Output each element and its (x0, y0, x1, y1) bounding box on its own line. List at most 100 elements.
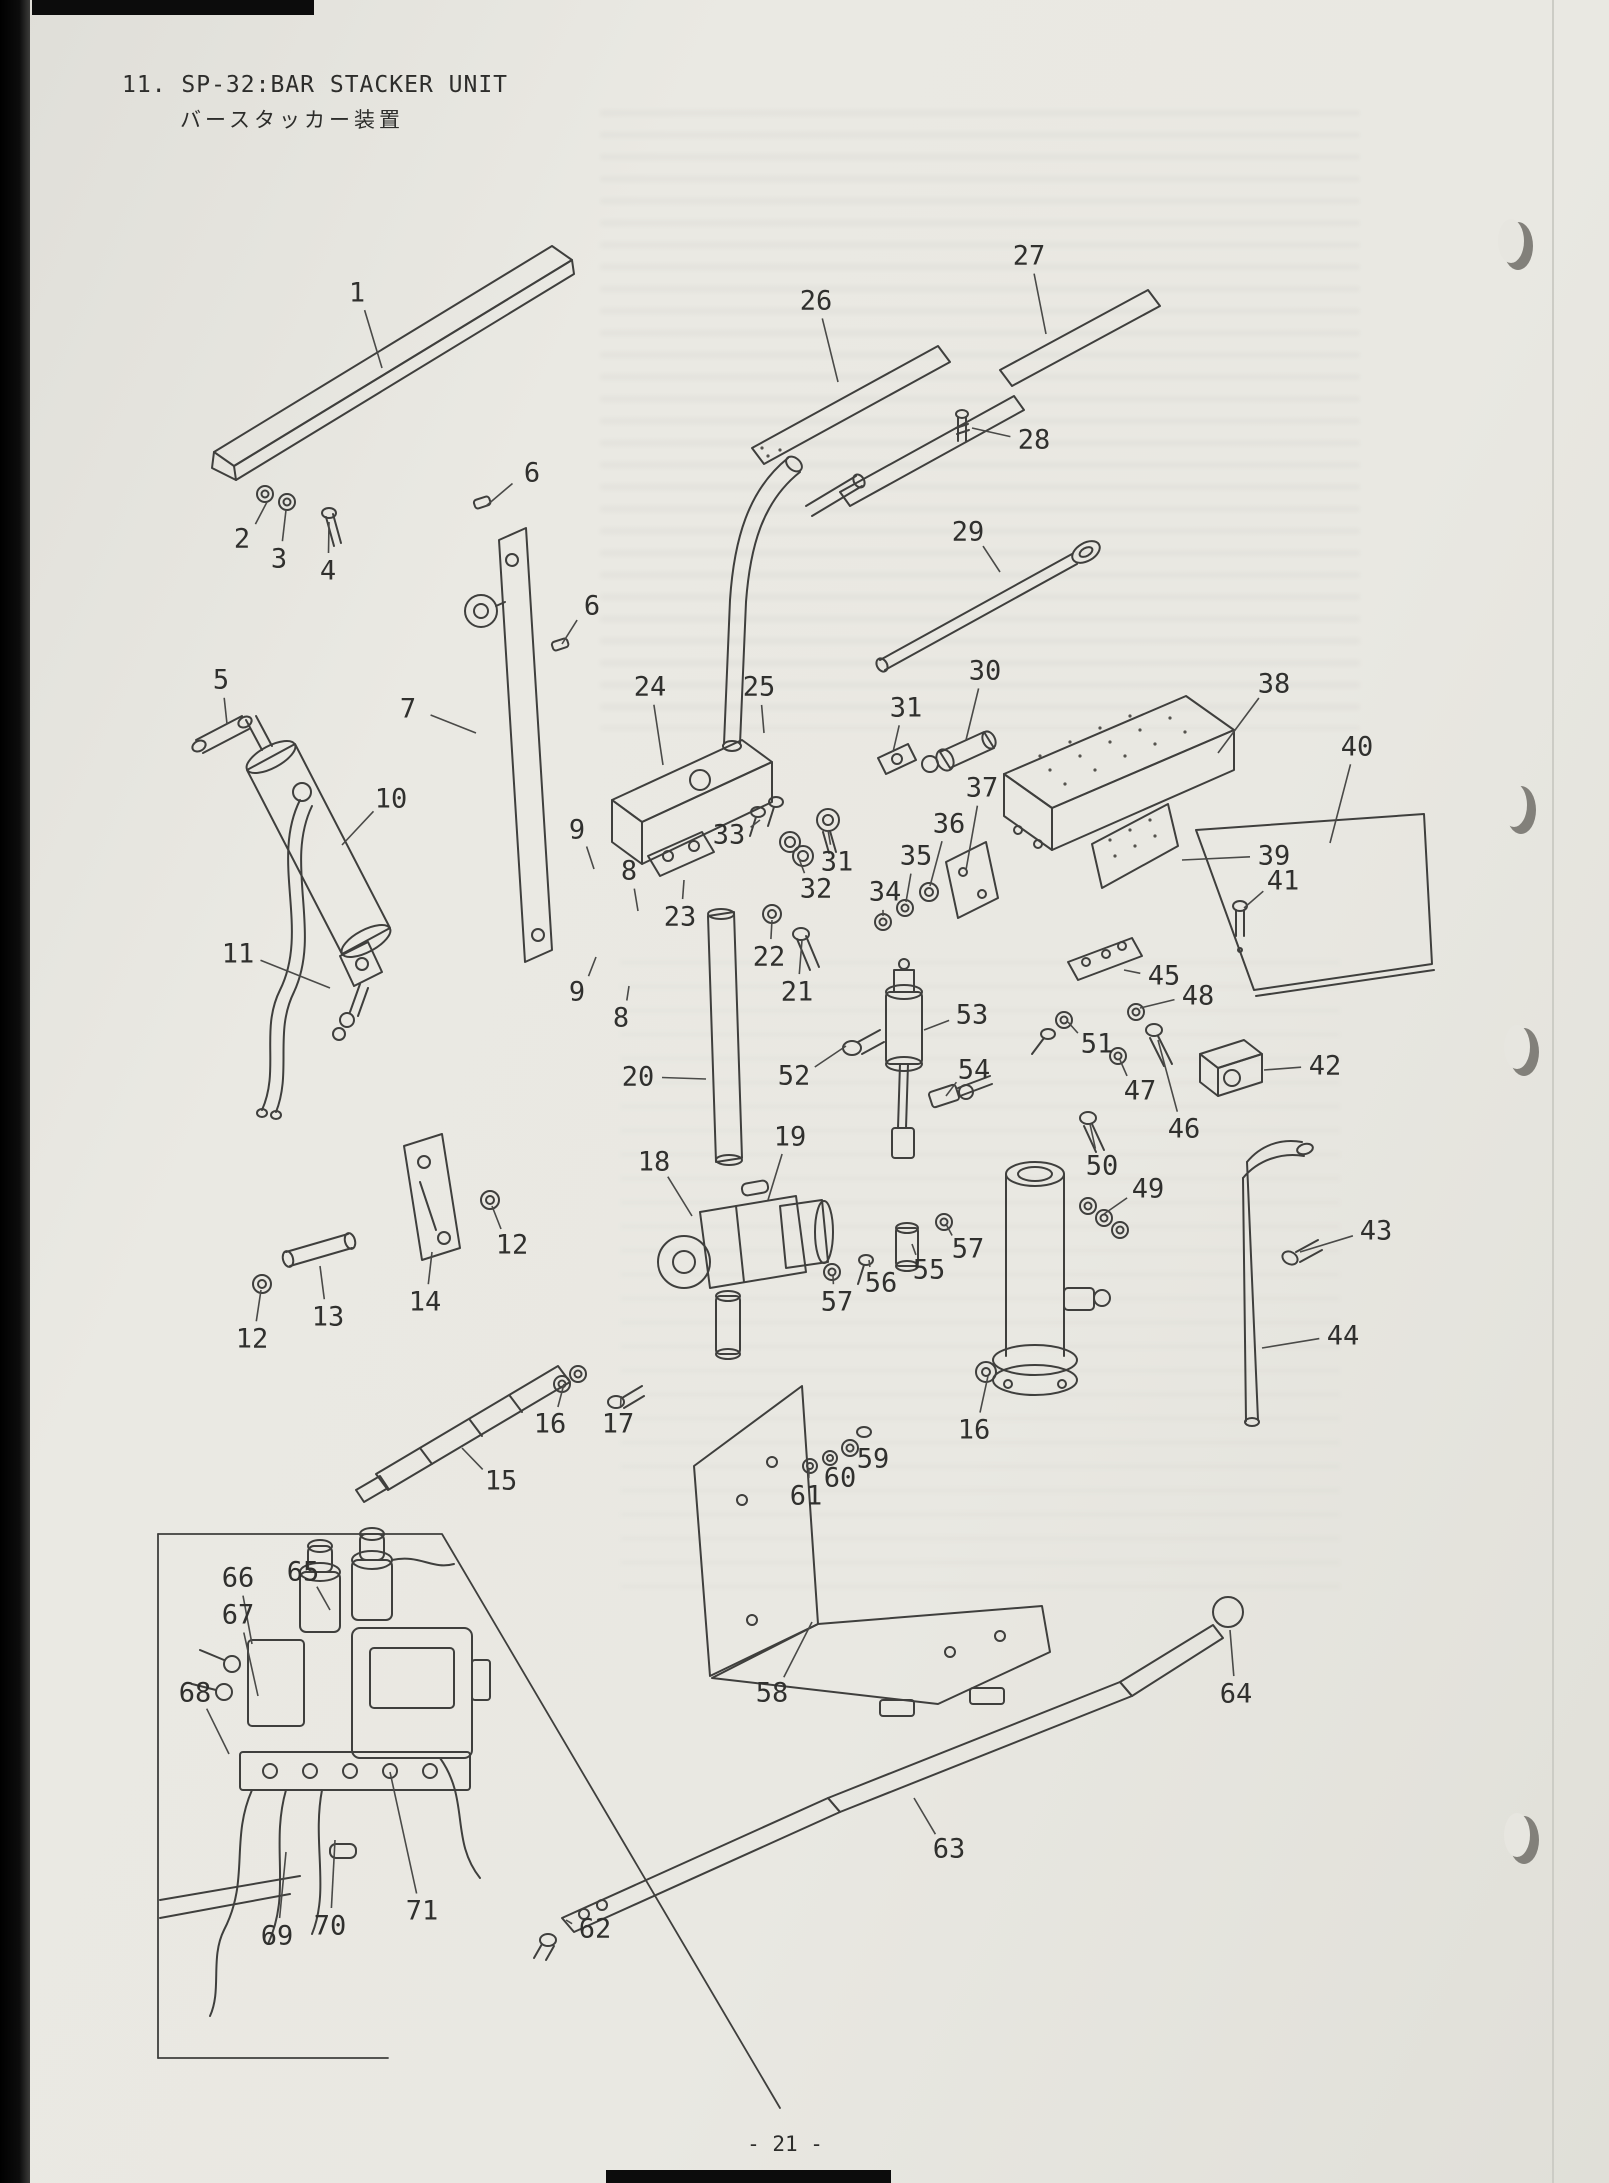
leader-line-56 (868, 1259, 871, 1268)
parts-26-27-28-bars (751, 289, 1161, 507)
callout-40: 40 (1340, 731, 1374, 763)
leader-line-30 (965, 688, 980, 741)
callout-48: 48 (1181, 980, 1215, 1012)
leader-line-64 (1229, 1629, 1235, 1677)
leader-line-10 (341, 810, 375, 846)
parts-23-24-guide-block (611, 739, 773, 877)
part-6-pins (472, 495, 570, 652)
callout-26: 26 (799, 285, 833, 317)
part-20-slide-bar (707, 908, 743, 1166)
leader-line-66 (242, 1595, 253, 1645)
callout-9: 9 (568, 976, 586, 1008)
leader-line-2 (254, 501, 268, 525)
leader-line-4 (327, 521, 330, 554)
callout-13: 13 (311, 1301, 345, 1333)
parts-52-to-57-cylinder-cluster (823, 958, 993, 1285)
callout-5: 5 (212, 664, 230, 696)
part-29-link-rod (875, 540, 1101, 673)
leader-line-59 (850, 1449, 854, 1453)
leader-line-19 (767, 1153, 783, 1201)
parts-21-22-32-33-hardware (749, 796, 820, 971)
callout-63: 63 (932, 1833, 966, 1865)
callout-53: 53 (955, 999, 989, 1031)
part-1-support-bar (211, 245, 575, 481)
leader-line-68 (205, 1708, 230, 1755)
part-38-stacker-block (1003, 695, 1235, 851)
leader-line-8 (626, 985, 630, 1001)
callout-11: 11 (221, 938, 255, 970)
leader-line-1 (363, 309, 383, 369)
callout-57: 57 (820, 1286, 854, 1318)
callout-60: 60 (823, 1462, 857, 1494)
callout-41: 41 (1266, 865, 1300, 897)
section-heading: 11. SP-32:BAR STACKER UNIT (122, 72, 509, 98)
leader-line-53 (923, 1019, 950, 1031)
callout-38: 38 (1257, 668, 1291, 700)
callout-20: 20 (621, 1061, 655, 1093)
page-number: - 21 - (747, 2132, 823, 2156)
callout-62: 62 (578, 1913, 612, 1945)
leader-line-11 (260, 959, 331, 989)
leader-line-49 (1103, 1197, 1128, 1215)
callout-1: 1 (348, 277, 366, 309)
callout-8: 8 (620, 855, 638, 887)
callout-47: 47 (1123, 1075, 1157, 1107)
leader-line-35 (905, 873, 912, 903)
leader-line-52 (814, 1045, 847, 1068)
part-39-pad (1091, 803, 1179, 889)
leader-line-60 (828, 1459, 832, 1463)
leader-line-32 (797, 855, 806, 874)
leader-line-24 (653, 704, 664, 766)
callout-27: 27 (1012, 240, 1046, 272)
leader-line-44 (1261, 1337, 1320, 1349)
callout-16: 16 (533, 1408, 567, 1440)
leader-line-12 (491, 1205, 502, 1230)
callout-29: 29 (951, 516, 985, 548)
callout-10: 10 (374, 783, 408, 815)
leader-line-37 (965, 805, 979, 871)
callout-15: 15 (484, 1465, 518, 1497)
leader-line-13 (319, 1265, 326, 1300)
callout-69: 69 (260, 1920, 294, 1952)
parts-45-to-51-hardware (1031, 937, 1173, 1239)
leader-line-20 (661, 1076, 707, 1080)
leader-line-29 (982, 545, 1001, 573)
parts-2-3-4-washers-screw (256, 485, 342, 547)
leader-line-15 (461, 1447, 484, 1470)
leader-line-23 (681, 879, 685, 900)
leader-line-31 (892, 725, 900, 753)
part-25-bent-tube (722, 455, 866, 752)
leader-line-16 (557, 1383, 565, 1408)
leader-line-36 (929, 840, 943, 887)
callout-51: 51 (1080, 1028, 1114, 1060)
callout-45: 45 (1147, 960, 1181, 992)
leader-line-16 (979, 1375, 989, 1413)
callout-3: 3 (270, 543, 288, 575)
leader-line-28 (971, 427, 1011, 438)
parts-40-41-plate-screw (1195, 813, 1435, 997)
callout-32: 32 (799, 873, 833, 905)
leader-line-58 (783, 1621, 813, 1678)
parts-62-63-64-handle (533, 1596, 1244, 1961)
part-support-post (975, 1161, 1111, 1396)
callout-61: 61 (789, 1480, 823, 1512)
leader-line-57 (945, 1223, 953, 1236)
callout-66: 66 (221, 1562, 255, 1594)
callout-23: 23 (663, 901, 697, 933)
leader-line-40 (1329, 764, 1352, 844)
callout-42: 42 (1308, 1050, 1342, 1082)
part-7-swing-plate (464, 527, 553, 963)
binder-hole-shadows (1498, 219, 1539, 1864)
callout-21: 21 (780, 976, 814, 1008)
callout-34: 34 (868, 876, 902, 908)
leader-line-22 (770, 919, 773, 940)
callout-22: 22 (752, 941, 786, 973)
scan-edge-bottom-mark (606, 2170, 891, 2183)
leader-line-26 (821, 318, 839, 383)
leader-line-47 (1119, 1059, 1128, 1077)
leader-line-50 (1089, 1123, 1097, 1149)
callout-6: 6 (523, 457, 541, 489)
callout-65: 65 (286, 1556, 320, 1588)
leader-line-33 (750, 819, 761, 828)
parts-12-13-14-bracket-pin (252, 1133, 500, 1294)
